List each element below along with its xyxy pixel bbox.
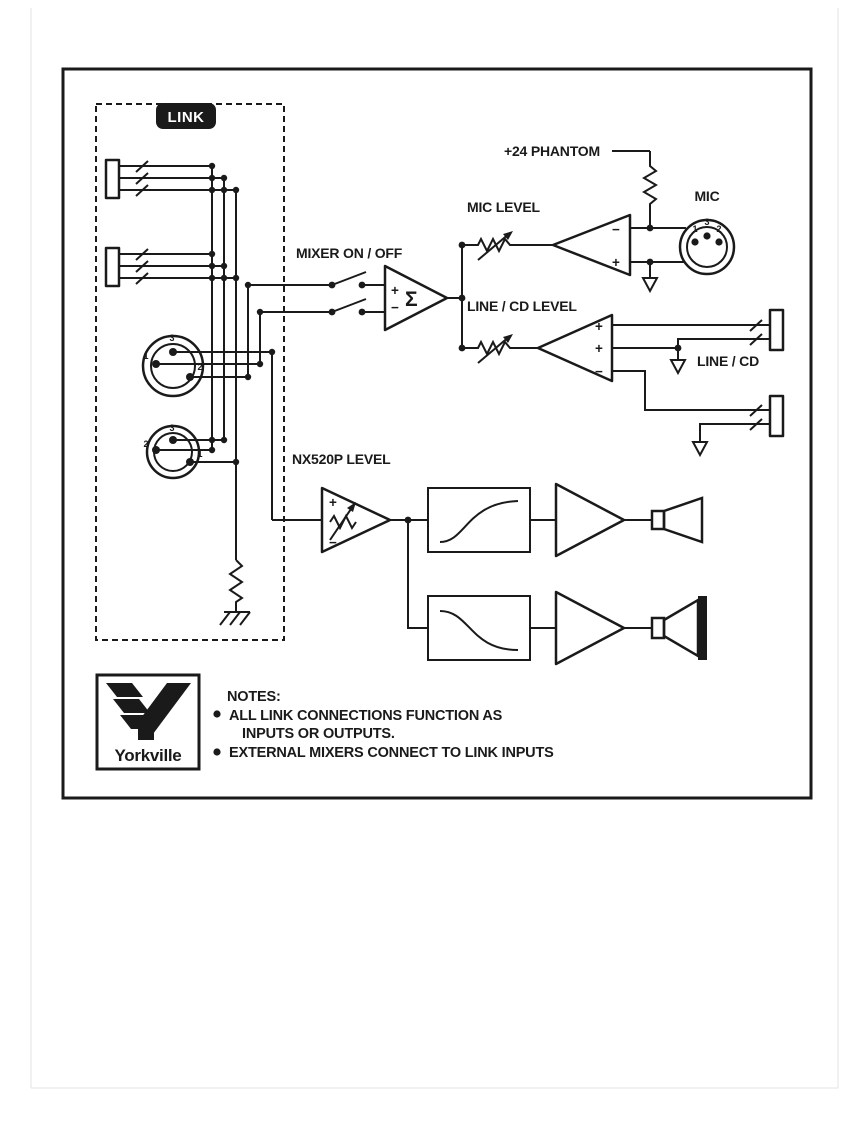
xlr1-pin-left: 1 — [143, 351, 148, 361]
line-cd-jack-1 — [749, 308, 785, 352]
yorkville-wordmark: Yorkville — [115, 746, 182, 765]
woofer-power-amp — [554, 590, 626, 666]
note-bullet — [213, 710, 221, 718]
mic-pin-right: 2 — [716, 224, 721, 234]
mixer-switch-upper — [248, 271, 385, 289]
pin-dot — [169, 348, 177, 356]
line-cd-level-pot — [462, 334, 538, 364]
junction-dots — [208, 162, 276, 466]
mic-pin-left: 1 — [692, 224, 697, 234]
mic-section: +24 PHANTOM MIC LEVEL − + MIC — [462, 143, 736, 294]
nx520p-level-amp: + − — [320, 486, 392, 554]
xlr1-pin-top: 3 — [169, 333, 174, 343]
horn-tweeter-icon — [650, 496, 704, 544]
pin-dot — [691, 238, 699, 246]
pin-dot — [152, 360, 160, 368]
xlr-link-connector-1: 1 3 2 — [141, 333, 272, 398]
mic-pin-top: 3 — [704, 217, 709, 227]
chassis-ground-icon — [219, 611, 251, 626]
note-item-1-line-2: INPUTS OR OUTPUTS. — [242, 726, 395, 742]
line-cd-jack-2 — [749, 394, 785, 438]
pin-dot — [152, 446, 160, 454]
jack-sleeve — [768, 394, 785, 438]
xlr1-pin-right: 2 — [197, 362, 202, 372]
pin-dot — [186, 373, 194, 381]
link-bus-wires — [211, 166, 273, 560]
jack-sleeve — [768, 308, 785, 352]
xlr2-pin-right: 1 — [197, 449, 202, 459]
nx520p-level-label: NX520P LEVEL — [292, 451, 391, 467]
tweeter-power-amp — [554, 482, 626, 558]
line-cd-amp: + + − — [536, 313, 614, 383]
sigma-symbol: Σ — [405, 288, 418, 311]
summing-plus: + — [391, 283, 399, 298]
line-amp-plus-2: + — [595, 341, 603, 356]
mic-label: MIC — [694, 188, 719, 204]
line-amp-plus-1: + — [595, 319, 603, 334]
yorkville-logo: Yorkville — [95, 673, 201, 771]
output-section: NX520P LEVEL + − — [272, 451, 707, 666]
line-cd-label: LINE / CD — [697, 353, 759, 369]
mic-preamp: − + — [551, 213, 632, 277]
high-pass-filter-block — [427, 487, 531, 553]
low-pass-filter-block — [427, 595, 531, 661]
notes-title: NOTES: — [227, 689, 281, 705]
yorkville-y-mark — [106, 683, 191, 740]
note-item-1-line-1: ALL LINK CONNECTIONS FUNCTION AS — [229, 708, 503, 724]
note-bullet — [213, 748, 221, 756]
jack-sleeve — [104, 246, 121, 288]
nx-minus: − — [329, 535, 337, 550]
mixer-switch-lower — [260, 298, 385, 316]
link-jack-1 — [104, 158, 236, 200]
woofer-speaker-icon — [650, 596, 707, 660]
xlr-mic-connector: 1 3 2 — [678, 217, 736, 276]
pin-dot — [169, 436, 177, 444]
pin-dot — [703, 232, 711, 240]
link-jack-2 — [104, 246, 236, 288]
phantom-resistor — [642, 151, 658, 228]
nx-plus: + — [329, 495, 337, 510]
summing-amp: + − Σ — [383, 264, 449, 332]
xlr2-pin-left: 2 — [143, 439, 148, 449]
page-edge-artifacts — [30, 8, 839, 1089]
phantom-label: +24 PHANTOM — [504, 143, 600, 159]
mic-level-pot — [462, 231, 553, 261]
mic-preamp-minus: − — [612, 222, 620, 237]
line-cd-level-label: LINE / CD LEVEL — [467, 298, 577, 314]
summing-minus: − — [391, 300, 399, 315]
pot-arrowhead — [503, 231, 513, 240]
footer: Yorkville NOTES: ALL LINK CONNECTIONS FU… — [95, 673, 554, 771]
link-tab: LINK — [156, 103, 216, 129]
line-ground-arrow-2 — [691, 441, 709, 458]
line-cd-section: LINE / CD LEVEL + + − LINE / CD — [462, 298, 785, 458]
pot-arrowhead — [347, 502, 356, 512]
line-amp-minus: − — [595, 364, 603, 379]
mic-level-label: MIC LEVEL — [467, 199, 541, 215]
line-ground-arrow-1 — [669, 359, 687, 376]
mic-ground-arrow — [641, 262, 659, 294]
notes-block: NOTES: ALL LINK CONNECTIONS FUNCTION AS … — [213, 689, 554, 761]
pot-arrowhead — [503, 334, 513, 343]
mic-preamp-plus: + — [612, 255, 620, 270]
note-item-2-line-1: EXTERNAL MIXERS CONNECT TO LINK INPUTS — [229, 745, 554, 761]
pin-dot — [715, 238, 723, 246]
xlr2-pin-top: 3 — [169, 423, 174, 433]
pin-dot — [186, 458, 194, 466]
link-tab-label: LINK — [168, 109, 205, 126]
link-panel: 1 3 2 2 3 1 — [95, 103, 285, 641]
mixer-section: MIXER ON / OFF + − Σ — [248, 241, 466, 352]
xlr-link-connector-2: 2 3 1 — [143, 423, 236, 480]
jack-sleeve — [104, 158, 121, 200]
link-ground-resistor — [219, 559, 251, 626]
diagram-border — [61, 67, 813, 800]
mixer-on-off-label: MIXER ON / OFF — [296, 245, 403, 261]
